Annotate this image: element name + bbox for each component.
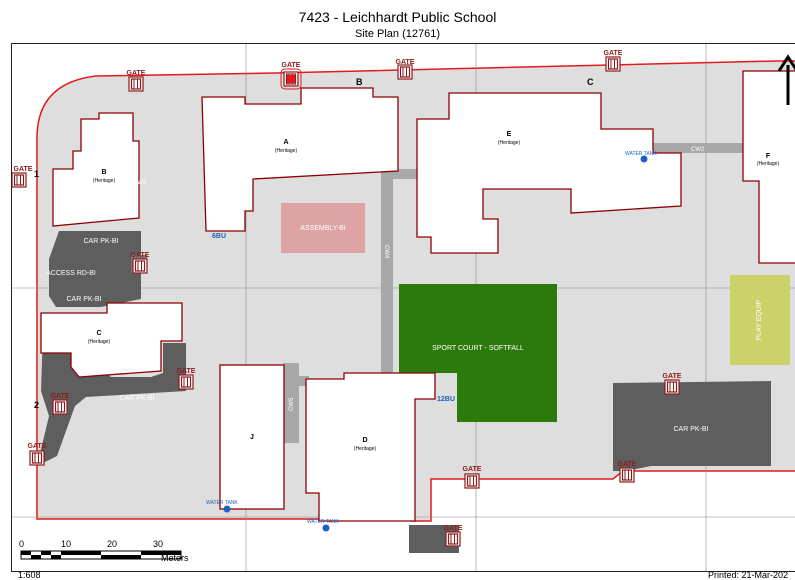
building-d-name: D [362, 437, 367, 444]
water-tanks: WATER TANK WATER TANK WATER TANK [206, 151, 657, 532]
building-b-outline [52, 112, 140, 227]
gates: GATE GATE GATE GATE GATE GATE GATE GATE … [12, 50, 682, 547]
building-f-note: (Heritage) [757, 161, 780, 167]
north-arrow-icon [777, 54, 795, 105]
building-c-outline [40, 302, 183, 378]
car-park-label-3: CAR PK-BI [119, 395, 154, 402]
gate-8-label: GATE [51, 393, 70, 400]
building-f-name: F [766, 153, 771, 160]
building-f-outline [742, 70, 795, 264]
play-equipment-area [730, 275, 790, 365]
grid-ref-1: 1 [34, 169, 39, 179]
scale-tick-10: 10 [61, 539, 71, 549]
gate-12-label: GATE [618, 461, 637, 468]
gate-4-label: GATE [604, 50, 623, 57]
cw5-label: CW5 [289, 397, 295, 411]
water-tank-2-label: WATER TANK [206, 500, 238, 506]
gate-5-label: GATE [14, 166, 33, 173]
gate-13: GATE [444, 525, 463, 547]
scale-tick-30: 30 [153, 539, 163, 549]
building-e-note: (Heritage) [498, 140, 521, 146]
cw3-label: CW3 [133, 180, 147, 186]
grid-ref-b: B [356, 77, 363, 87]
map-frame: A (Heritage) B (Heritage) C (Heritage) D… [11, 43, 795, 572]
gate-2: GATE [280, 62, 302, 90]
gate-13-label: GATE [444, 525, 463, 532]
gate-7: GATE [177, 368, 196, 390]
building-a-outline [201, 87, 399, 232]
gate-12: GATE [618, 461, 637, 483]
scale-unit: Meters [161, 553, 189, 563]
building-j-name: J [250, 434, 254, 441]
gate-1-label: GATE [127, 70, 146, 77]
assembly-area [281, 203, 365, 253]
assembly-label: ASSEMBLY-BI [300, 225, 346, 232]
cw1-label: CW1 [453, 103, 467, 109]
scale-bar: 0 10 20 30 Meters [19, 539, 189, 563]
gate-11: GATE [463, 466, 482, 489]
scale-tick-20: 20 [107, 539, 117, 549]
gate-10: GATE [663, 373, 682, 395]
map-subtitle: Site Plan (12761) [355, 28, 440, 40]
gate-6-label: GATE [131, 252, 150, 259]
water-tank-1-label: WATER TANK [625, 151, 657, 157]
cw2-label: CW2 [691, 147, 705, 153]
car-park-label-1: CAR PK-BI [83, 238, 118, 245]
sport-court-label: SPORT COURT - SOFTFALL [432, 345, 524, 352]
sport-court [399, 284, 557, 422]
gate-10-label: GATE [663, 373, 682, 380]
gate-3: GATE [396, 59, 415, 80]
gate-8: GATE [51, 393, 70, 415]
gate-9: GATE [28, 443, 47, 466]
gate-11-label: GATE [463, 466, 482, 473]
gate-6: GATE [131, 252, 150, 274]
building-e-outline [416, 92, 682, 254]
access-road-label: ACCESS RD-BI [46, 270, 96, 277]
printed-date: Printed: 21-Mar-202 [708, 570, 789, 580]
grid-ref-c: C [587, 77, 594, 87]
label-12bu: 12BU [437, 396, 455, 403]
play-equip-label: PLAY EQUIP [756, 299, 763, 340]
gate-3-label: GATE [396, 59, 415, 66]
scale-tick-0: 0 [19, 539, 24, 549]
gate-1: GATE [127, 70, 146, 92]
water-tank-2 [223, 505, 231, 513]
car-park-label-2: CAR PK-BI [66, 296, 101, 303]
building-c-note: (Heritage) [88, 339, 111, 345]
gate-9-label: GATE [28, 443, 47, 450]
gate-2-label: GATE [282, 62, 301, 69]
building-b-name: B [101, 169, 106, 176]
gate-7-label: GATE [177, 368, 196, 375]
building-a-name: A [283, 139, 288, 146]
cw4-label: CW4 [383, 245, 389, 259]
building-b-note: (Heritage) [93, 178, 116, 184]
walkways [283, 141, 743, 443]
car-park-label-4: CAR PK-BI [673, 426, 708, 433]
building-d-outline [305, 372, 436, 522]
water-tank-3-label: WATER TANK [307, 519, 339, 525]
water-tank-3 [322, 524, 330, 532]
building-j-outline [219, 364, 285, 510]
map-title: 7423 - Leichhardt Public School [298, 9, 497, 25]
building-a-note: (Heritage) [275, 148, 298, 154]
map-scale-ratio: 1:608 [18, 570, 41, 580]
building-e-name: E [507, 131, 512, 138]
building-d-note: (Heritage) [354, 446, 377, 452]
label-6bu: 6BU [212, 233, 226, 240]
water-tank-1 [640, 155, 648, 163]
grid-ref-2: 2 [34, 400, 39, 410]
gate-4: GATE [604, 50, 623, 72]
buildings [40, 70, 795, 522]
site-plan-map: A (Heritage) B (Heritage) C (Heritage) D… [12, 44, 795, 571]
gate-5: GATE [12, 166, 33, 188]
building-c-name: C [96, 330, 101, 337]
